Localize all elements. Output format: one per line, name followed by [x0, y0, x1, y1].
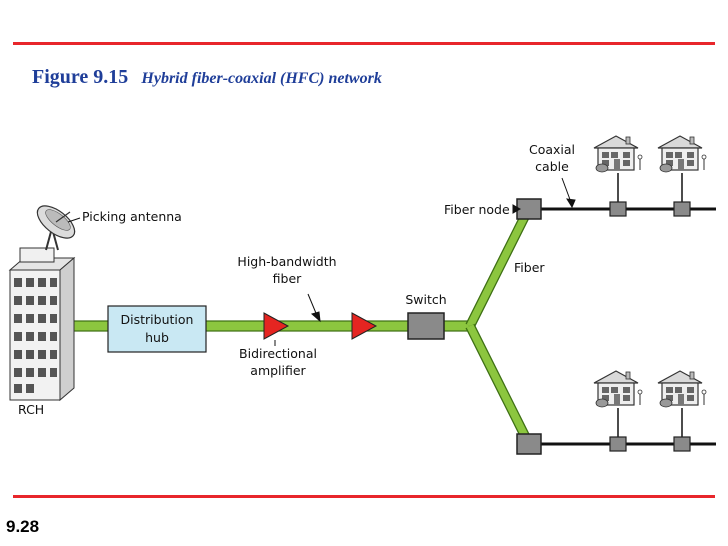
- fiber-node-bottom: [516, 433, 542, 455]
- satellite-dish-icon: [36, 205, 76, 251]
- rch-building: [8, 247, 76, 402]
- label-distribution-hub-1: Distribution: [121, 312, 194, 327]
- figure-caption: Hybrid fiber-coaxial (HFC) network: [141, 70, 382, 87]
- house-icon-bottom-1: [593, 370, 643, 408]
- amplifier-1: [263, 312, 290, 340]
- label-distribution-hub-2: hub: [145, 330, 169, 345]
- figure-title: Figure 9.15 Hybrid fiber-coaxial (HFC) n…: [32, 66, 382, 89]
- label-picking-antenna: Picking antenna: [82, 209, 182, 224]
- slide-number: 9.28: [6, 517, 40, 536]
- distribution-hub: [107, 305, 207, 353]
- label-high-bandwidth-2: fiber: [273, 271, 302, 286]
- house-icon-top-1: [593, 135, 643, 173]
- tap-bottom-2: [673, 436, 691, 452]
- label-rch: RCH: [18, 402, 44, 417]
- tap-top-1: [609, 201, 627, 217]
- house-icon-top-2: [657, 135, 707, 173]
- label-coaxial-2: cable: [535, 159, 569, 174]
- tap-top-2: [673, 201, 691, 217]
- top-rule: [13, 42, 715, 45]
- bottom-rule: [13, 495, 715, 498]
- leader-lines: [67, 177, 576, 346]
- label-coaxial-1: Coaxial: [529, 142, 575, 157]
- tap-bottom-1: [609, 436, 627, 452]
- figure-number: Figure 9.15: [32, 66, 129, 88]
- label-bidirectional-2: amplifier: [250, 363, 306, 378]
- label-high-bandwidth-1: High-bandwidth: [237, 254, 336, 269]
- label-bidirectional-1: Bidirectional: [239, 346, 317, 361]
- label-fiber: Fiber: [514, 260, 545, 275]
- switch-box: [407, 312, 445, 340]
- house-icon-bottom-2: [657, 370, 707, 408]
- label-switch: Switch: [405, 292, 446, 307]
- amplifier-2: [351, 312, 378, 340]
- label-fiber-node: Fiber node: [444, 202, 510, 217]
